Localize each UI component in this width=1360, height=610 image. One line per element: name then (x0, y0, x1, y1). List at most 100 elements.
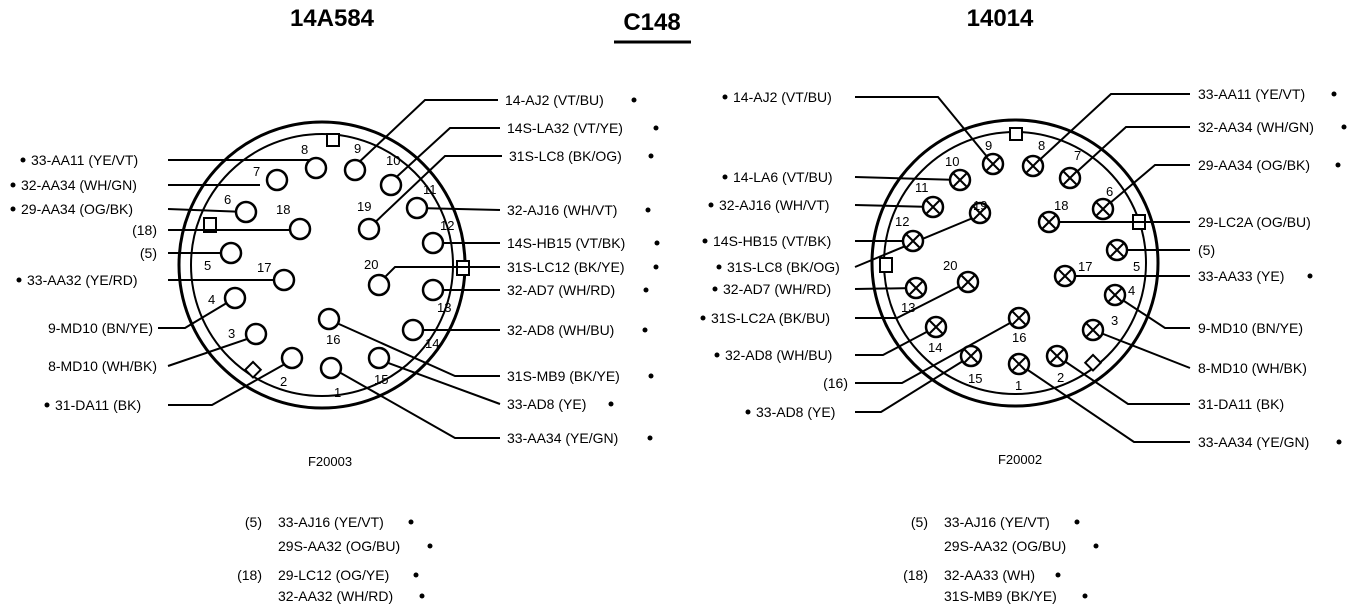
left-pin-numbers: 8 9 10 7 11 6 18 19 12 5 17 20 4 13 3 16… (204, 141, 454, 400)
wire-label: 29-LC2A (OG/BU) (1198, 214, 1311, 230)
crossed-terminal-icon (925, 199, 941, 215)
wire-label: (5) (140, 245, 157, 261)
crossed-terminal-icon (928, 319, 944, 335)
left-connector: 8 9 10 7 11 6 18 19 12 5 17 20 4 13 3 16… (10, 92, 660, 469)
footnote-line: 29S-AA32 (OG/BU) (944, 538, 1066, 554)
pin-number: 1 (1015, 378, 1022, 393)
wire-label: 33-AA33 (YE) (1198, 268, 1284, 284)
pin-number: 17 (1078, 259, 1092, 274)
splice-dot-icon (1341, 124, 1347, 130)
splice-dot-icon (413, 572, 419, 578)
crossed-terminal-icon (908, 280, 924, 296)
left-connector-inner-ring (190, 133, 454, 397)
wire-label: (18) (132, 222, 157, 238)
wire-label: 31S-LC12 (BK/YE) (507, 259, 625, 275)
pin-number: 11 (423, 182, 437, 197)
right-part-number: 14014 (967, 5, 1034, 32)
right-connector: 10 9 8 7 11 6 19 18 12 5 17 20 4 13 3 14… (700, 86, 1347, 467)
pin-number: 7 (253, 164, 260, 179)
pin-number: 20 (364, 257, 378, 272)
crossed-terminal-icon (960, 274, 976, 290)
wire-label: 31-DA11 (BK) (1198, 396, 1284, 412)
splice-dot-icon (1082, 593, 1088, 599)
splice-dot-icon (427, 543, 433, 549)
pin-number: 9 (985, 138, 992, 153)
pin-number: 16 (1012, 330, 1026, 345)
pin-number: 5 (204, 258, 211, 273)
wire-label: 33-AA34 (YE/GN) (1198, 434, 1309, 450)
splice-dot-icon (708, 202, 714, 208)
connector-title: C148 (623, 9, 680, 36)
crossed-terminal-icon (1011, 310, 1027, 326)
pin-number: 13 (437, 300, 451, 315)
wire-label: 14-AJ2 (VT/BU) (733, 89, 832, 105)
pin-number: 15 (374, 372, 388, 387)
crossed-terminal-icon (1107, 287, 1123, 303)
crossed-terminal-icon (905, 233, 921, 249)
splice-dot-icon (648, 373, 654, 379)
wire-label: 32-AD7 (WH/RD) (723, 281, 831, 297)
wire-label: 29-AA34 (OG/BK) (21, 201, 133, 217)
splice-dot-icon (44, 402, 50, 408)
splice-dot-icon (419, 593, 425, 599)
splice-dot-icon (642, 327, 648, 333)
pin-number: 4 (208, 292, 215, 307)
splice-dot-icon (1055, 572, 1061, 578)
pin-number: 8 (1038, 138, 1045, 153)
crossed-terminal-icon (1049, 348, 1065, 364)
pin-number: 19 (973, 198, 987, 213)
wire-label: 33-AD8 (YE) (756, 404, 835, 420)
right-pin-numbers: 10 9 8 7 11 6 19 18 12 5 17 20 4 13 3 14… (895, 138, 1140, 393)
wire-label: 8-MD10 (WH/BK) (1198, 360, 1307, 376)
splice-dot-icon (654, 240, 660, 246)
pin-number: 2 (280, 374, 287, 389)
pin-number: 20 (943, 258, 957, 273)
left-key-top (326, 133, 340, 147)
splice-dot-icon (1307, 273, 1313, 279)
pin-number: 4 (1128, 283, 1135, 298)
right-footnotes: (5) 33-AJ16 (YE/VT) 29S-AA32 (OG/BU) (18… (903, 514, 1099, 604)
footnote-ref: (18) (903, 567, 928, 583)
pin-number: 13 (901, 300, 915, 315)
pin-number: 18 (276, 202, 290, 217)
splice-dot-icon (700, 315, 706, 321)
splice-dot-icon (722, 94, 728, 100)
wire-label: 31S-MB9 (BK/YE) (507, 368, 620, 384)
left-key-bottom (243, 360, 263, 379)
pin-number: 3 (228, 326, 235, 341)
crossed-terminal-icon (952, 172, 968, 188)
left-footnotes: (5) 33-AJ16 (YE/VT) 29S-AA32 (OG/BU) (18… (237, 514, 433, 604)
footnote-ref: (18) (237, 567, 262, 583)
wire-label: 9-MD10 (BN/YE) (1198, 320, 1303, 336)
pin-number: 1 (334, 385, 341, 400)
pin-number: 10 (386, 153, 400, 168)
footnote-ref: (5) (245, 514, 262, 530)
footnote-line: 32-AA33 (WH) (944, 567, 1035, 583)
pin-number: 14 (425, 336, 439, 351)
splice-dot-icon (20, 157, 26, 163)
right-key-top (1009, 127, 1023, 141)
splice-dot-icon (722, 174, 728, 180)
pin-number: 6 (1106, 184, 1113, 199)
wire-label: 33-AA32 (YE/RD) (27, 272, 137, 288)
wire-label: 33-AD8 (YE) (507, 396, 586, 412)
right-connector-outer-ring (870, 118, 1160, 408)
pin-number: 10 (945, 154, 959, 169)
wire-label: (5) (1198, 242, 1215, 258)
footnote-line: 32-AA32 (WH/RD) (278, 588, 393, 604)
splice-dot-icon (1336, 439, 1342, 445)
wire-label: 31-DA11 (BK) (55, 397, 141, 413)
wire-label: 14-AJ2 (VT/BU) (505, 92, 604, 108)
footnote-ref: (5) (911, 514, 928, 530)
crossed-terminal-icon (1095, 201, 1111, 217)
crossed-terminal-icon (985, 156, 1001, 172)
footnote-line: 29S-AA32 (OG/BU) (278, 538, 400, 554)
splice-dot-icon (10, 206, 16, 212)
splice-dot-icon (1074, 519, 1080, 525)
pin-number: 17 (257, 260, 271, 275)
splice-dot-icon (631, 97, 637, 103)
crossed-terminal-icon (972, 205, 988, 221)
splice-dot-icon (702, 238, 708, 244)
wire-label: 33-AA11 (YE/VT) (31, 152, 138, 168)
